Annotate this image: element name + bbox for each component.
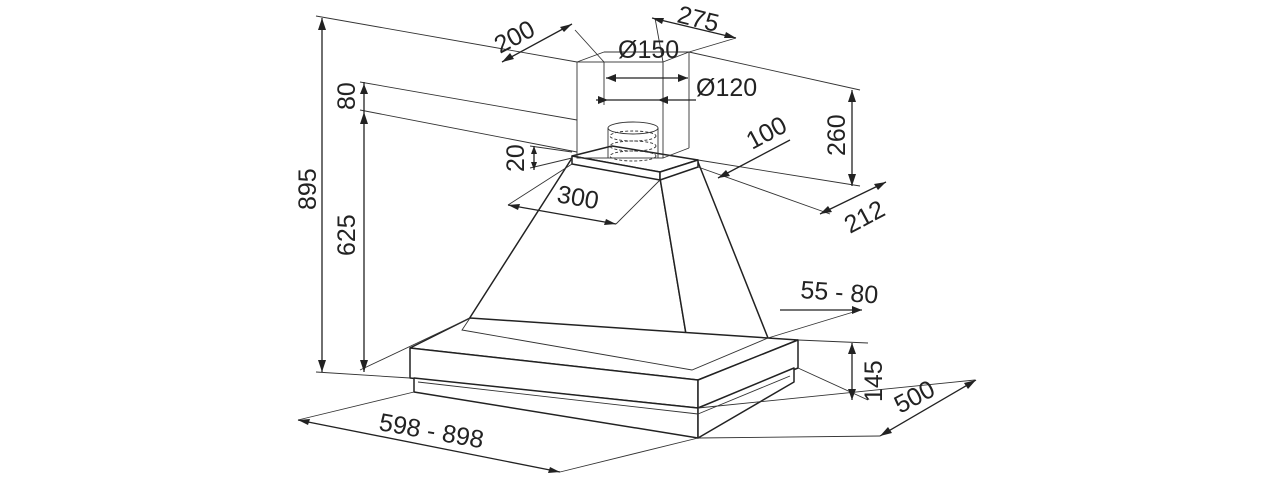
hood-body	[461, 157, 769, 371]
label-100: 100	[742, 111, 792, 155]
label-145: 145	[860, 360, 888, 402]
label-895: 895	[294, 168, 322, 210]
label-260: 260	[823, 114, 851, 156]
label-80: 80	[333, 82, 361, 110]
dimension-lines	[297, 17, 977, 473]
label-d120: Ø120	[696, 74, 757, 102]
dim-line-275	[651, 17, 737, 39]
dim-line-300	[507, 204, 617, 225]
label-212: 212	[840, 195, 890, 239]
label-200: 200	[490, 15, 540, 59]
label-500: 500	[890, 375, 940, 419]
label-598-898: 598 - 898	[377, 408, 486, 454]
dim-line-200	[501, 23, 573, 63]
dim-line-598-898	[297, 419, 561, 473]
chimney	[576, 51, 690, 162]
extension-lines	[297, 15, 976, 473]
dim-line-500	[879, 379, 977, 437]
chimney-front	[576, 61, 664, 159]
duct-top-ellipse	[607, 121, 659, 135]
base-frame	[409, 317, 799, 439]
label-55-80: 55 - 80	[800, 276, 880, 309]
label-625: 625	[333, 214, 361, 256]
label-d150: Ø150	[618, 36, 679, 64]
dim-line-100	[717, 139, 791, 179]
label-20: 20	[502, 144, 530, 172]
label-275: 275	[675, 1, 722, 38]
dim-line-212	[819, 181, 887, 215]
